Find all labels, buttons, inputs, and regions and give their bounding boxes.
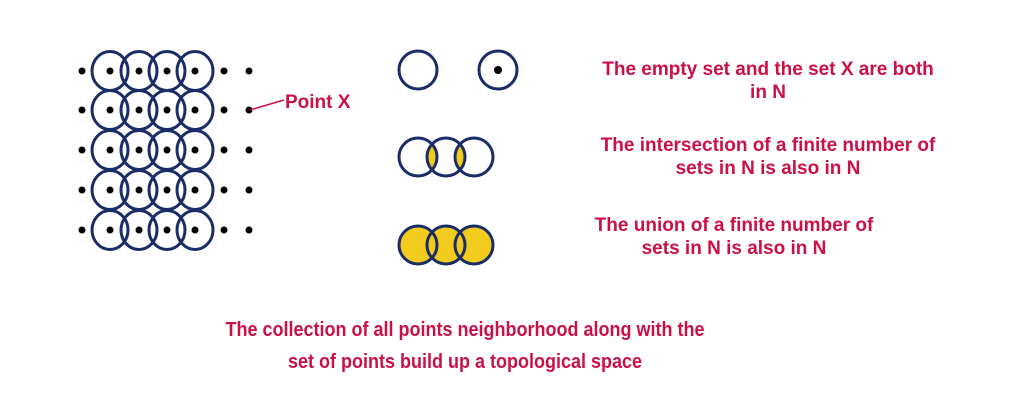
point-dot (220, 146, 228, 154)
intersection-circles-icon (397, 136, 495, 178)
footer-line: The collection of all points neighborhoo… (225, 319, 705, 341)
point-dot (78, 67, 86, 75)
point-dot (135, 146, 143, 154)
axiom-intersection-text: The intersection of a finite number of s… (548, 134, 988, 180)
point-dot (106, 106, 114, 114)
point-dot (135, 106, 143, 114)
point-dot (78, 226, 86, 234)
axiom-line: The empty set and the set X are both (602, 59, 934, 80)
point-dot (220, 226, 228, 234)
axiom-empty-set-text: The empty set and the set X are both in … (548, 58, 988, 104)
union-circles-icon (397, 224, 495, 266)
point-dot (191, 186, 199, 194)
neighborhood-grid (78, 50, 253, 251)
point-dot (163, 67, 171, 75)
point-dot (191, 146, 199, 154)
point-dot (191, 226, 199, 234)
point-dot (220, 67, 228, 75)
axiom-line: The intersection of a finite number of (600, 135, 936, 156)
point-dot (220, 186, 228, 194)
axiom-line: in N (750, 82, 786, 103)
point-dot (106, 186, 114, 194)
neighborhood-circle (147, 209, 187, 251)
point-dot (191, 67, 199, 75)
point-dot (245, 226, 253, 234)
point-dot (163, 106, 171, 114)
footer-caption: The collection of all points neighborhoo… (164, 314, 767, 378)
point-dot (163, 226, 171, 234)
point-dot (135, 67, 143, 75)
point-dot (191, 106, 199, 114)
point-dot (106, 226, 114, 234)
point-dot (163, 146, 171, 154)
point-dot (78, 106, 86, 114)
neighborhood-circle (175, 209, 215, 251)
axiom-line: The union of a finite number of (594, 215, 874, 236)
point-dot (106, 67, 114, 75)
point-x-label: Point X (285, 92, 351, 113)
point-dot (163, 186, 171, 194)
point-dot (135, 226, 143, 234)
point-dot (245, 67, 253, 75)
point-dot (78, 146, 86, 154)
point-dot (135, 186, 143, 194)
axiom-line: sets in N is also in N (675, 158, 861, 179)
empty-set-and-x-circles-icon (397, 49, 519, 91)
point-x-dot (245, 106, 253, 114)
grid-rows (78, 50, 253, 251)
point-x-pointer-line (249, 99, 285, 111)
axiom-union-text: The union of a finite number of sets in … (548, 214, 920, 260)
point-dot (78, 186, 86, 194)
axiom-line: sets in N is also in N (641, 238, 827, 259)
neighborhood-circle (90, 209, 130, 251)
point-dot (220, 106, 228, 114)
footer-line: set of points build up a topological spa… (287, 351, 643, 373)
point-dot (106, 146, 114, 154)
point-dot (245, 186, 253, 194)
neighborhood-circle (119, 209, 159, 251)
point-dot (245, 146, 253, 154)
